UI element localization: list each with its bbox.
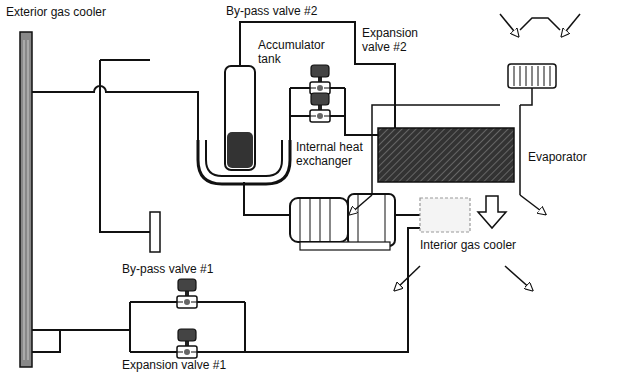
compressor bbox=[150, 194, 395, 252]
part-label: Interior gas cooler bbox=[420, 238, 516, 252]
part-label: Expansion valve #1 bbox=[122, 358, 226, 372]
tank-liquid bbox=[227, 132, 253, 168]
blower-fan bbox=[508, 18, 560, 105]
part-label: By-pass valve #2 bbox=[226, 4, 317, 18]
part-label: Evaporator bbox=[528, 150, 587, 164]
expansion-valve-1 bbox=[177, 329, 197, 358]
interior-gas-cooler-core bbox=[420, 198, 470, 232]
part-label: Accumulator tank bbox=[258, 38, 330, 66]
refrigerant-pipes bbox=[32, 22, 420, 352]
air-flow-arrow bbox=[478, 196, 506, 228]
bypass-valve-2 bbox=[310, 65, 330, 94]
part-label: Exterior gas cooler bbox=[6, 5, 106, 19]
part-label: By-pass valve #1 bbox=[122, 262, 213, 276]
cooler-fins bbox=[24, 40, 28, 360]
exterior-gas-cooler bbox=[20, 32, 32, 367]
air-inlet-arrows bbox=[500, 14, 580, 36]
part-label: Internal heat exchanger bbox=[296, 140, 366, 168]
evaporator-core bbox=[378, 128, 514, 182]
hvac-housing bbox=[372, 105, 520, 195]
part-label: Expansion valve #2 bbox=[362, 26, 432, 54]
expansion-valve-2 bbox=[310, 93, 330, 122]
air-outlet-arrows bbox=[350, 195, 545, 290]
bypass-valve-1 bbox=[177, 279, 197, 308]
accumulator-tank bbox=[225, 66, 255, 170]
